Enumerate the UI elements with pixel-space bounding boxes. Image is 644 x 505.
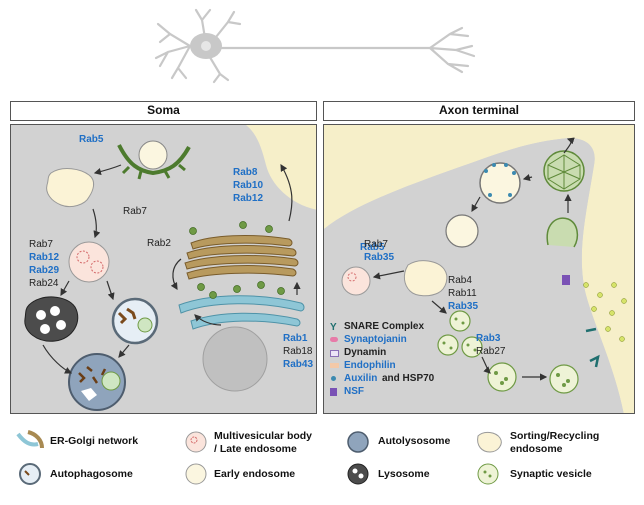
soma-label-rab18: Rab18 [283, 346, 313, 357]
sorting-endosome-soma [46, 168, 95, 208]
soma-label-rab8: Rab8 [233, 167, 258, 178]
early-endosome-icon [185, 463, 207, 485]
axon-label-rab7: Rab7 [364, 239, 388, 250]
axon-panel-title: Axon terminal [323, 101, 635, 121]
soma-label-rab24: Rab24 [29, 278, 59, 289]
legend-autophagosome: Autophagosome [50, 468, 133, 480]
inset-legend-suffix: and HSP70 [382, 373, 435, 384]
legend-er-golgi: ER-Golgi network [50, 435, 139, 447]
snare-complex-icon: Y [330, 322, 337, 333]
legend-early-endosome: Early endosome [214, 468, 296, 480]
axon-diagram [324, 125, 634, 413]
axon-label-rab3: Rab3 [476, 333, 501, 344]
soma-panel-title: Soma [10, 101, 317, 121]
axon-panel: Rab5 Rab7 Rab35 Rab4 Rab11 Rab35 Rab3 Ra… [323, 124, 635, 414]
golgi-stack [184, 235, 299, 280]
autophagosome-icon [19, 463, 41, 485]
inset-legend-auxilin: Auxilin and HSP70 [330, 373, 450, 386]
inset-legend-text: Endophilin [344, 360, 396, 371]
inset-legend-dynamin: Dynamin [330, 347, 450, 360]
mvb-soma [68, 241, 110, 283]
mvb-axon [341, 266, 371, 296]
soma-label-rab12b: Rab12 [233, 193, 264, 204]
nucleus [202, 326, 268, 392]
synaptic-vesicle-icon [477, 463, 499, 485]
soma-panel: Rab5 Rab7 Rab7 Rab12 Rab29 Rab24 Rab2 Ra… [10, 124, 317, 414]
axon-label-rab5: Rab5 [360, 242, 385, 253]
autophagosome-soma [111, 297, 159, 345]
legend-sorting-line2: endosome [510, 443, 563, 455]
synaptojanin-icon [330, 337, 338, 342]
inset-legend-text: SNARE Complex [344, 321, 425, 332]
legend-mvb-line2: / Late endosome [214, 443, 297, 455]
endophilin-icon [330, 363, 339, 368]
clathrin-coated-vesicle [543, 150, 585, 192]
axon-label-rab27: Rab27 [476, 346, 506, 357]
sorting-endosome-icon [477, 431, 502, 453]
soma-label-rab1: Rab1 [283, 333, 308, 344]
inset-legend-snare: Y SNARE Complex [330, 321, 450, 334]
lysosome-icon [347, 463, 369, 485]
dynamin-icon [330, 350, 339, 357]
axon-label-rab4: Rab4 [448, 275, 472, 286]
mvb-icon [185, 431, 207, 453]
lysosome-soma [24, 296, 79, 342]
inset-legend-nsf: NSF [330, 386, 450, 399]
inset-legend-text: NSF [344, 386, 364, 397]
legend-sorting-line1: Sorting/Recycling [510, 430, 600, 442]
inset-legend: Y SNARE Complex Synaptojanin Dynamin End… [330, 321, 450, 399]
soma-label-rab29: Rab29 [29, 265, 60, 276]
er-golgi-icon [16, 430, 44, 449]
early-endosome-axon [445, 214, 479, 248]
legend-mvb-line1: Multivesicular body [214, 430, 313, 442]
inset-legend-synaptojanin: Synaptojanin [330, 334, 450, 347]
bottom-legend: ER-Golgi network Autophagosome Multivesi… [0, 420, 644, 500]
inset-legend-text: Dynamin [344, 347, 387, 358]
inset-legend-text: Auxilin [344, 373, 378, 384]
axon-label-rab11: Rab11 [448, 288, 477, 299]
soma-label-rab43: Rab43 [283, 359, 314, 370]
auxilin-icon [331, 376, 336, 381]
soma-label-rab2: Rab2 [147, 238, 171, 249]
legend-lysosome: Lysosome [378, 468, 430, 480]
soma-label-rab10: Rab10 [233, 180, 264, 191]
inset-legend-endophilin: Endophilin [330, 360, 450, 373]
early-endosome-soma [117, 140, 191, 180]
synaptic-vesicles [437, 310, 579, 394]
er-network [178, 295, 305, 330]
legend-synaptic-vesicle: Synaptic vesicle [510, 468, 592, 480]
autolysosome-soma [68, 353, 126, 411]
inset-legend-text: Synaptojanin [344, 334, 407, 345]
nsf-icon [330, 388, 337, 396]
neuron-illustration [154, 8, 476, 84]
axon-label-rab35b: Rab35 [448, 301, 479, 312]
autolysosome-icon [347, 431, 369, 453]
soma-label-rab7: Rab7 [29, 239, 53, 250]
sorting-endosome-axon [403, 260, 448, 297]
soma-label-rab7-top: Rab7 [123, 206, 147, 217]
soma-label-rab5: Rab5 [79, 134, 104, 145]
legend-autolysosome: Autolysosome [378, 435, 451, 447]
soma-label-rab12: Rab12 [29, 252, 60, 263]
axon-label-rab35: Rab35 [364, 252, 395, 263]
soma-diagram [24, 125, 316, 411]
